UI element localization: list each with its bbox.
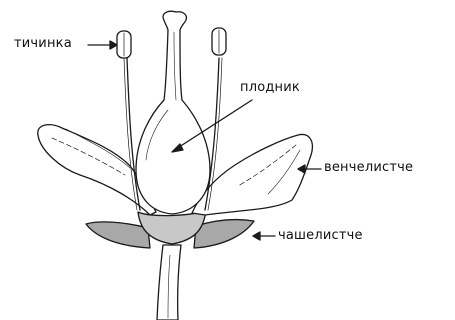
petal-label: венчелистче bbox=[324, 160, 413, 175]
sepal-label: чашелистче bbox=[278, 228, 363, 243]
arrow-stamen bbox=[88, 41, 117, 49]
stem bbox=[157, 245, 181, 320]
arrow-sepal bbox=[253, 232, 275, 240]
pistil bbox=[136, 11, 210, 214]
stamen-label: тичинка bbox=[14, 36, 72, 51]
pistil-label: плодник bbox=[240, 80, 300, 95]
sepal-left bbox=[86, 222, 150, 248]
